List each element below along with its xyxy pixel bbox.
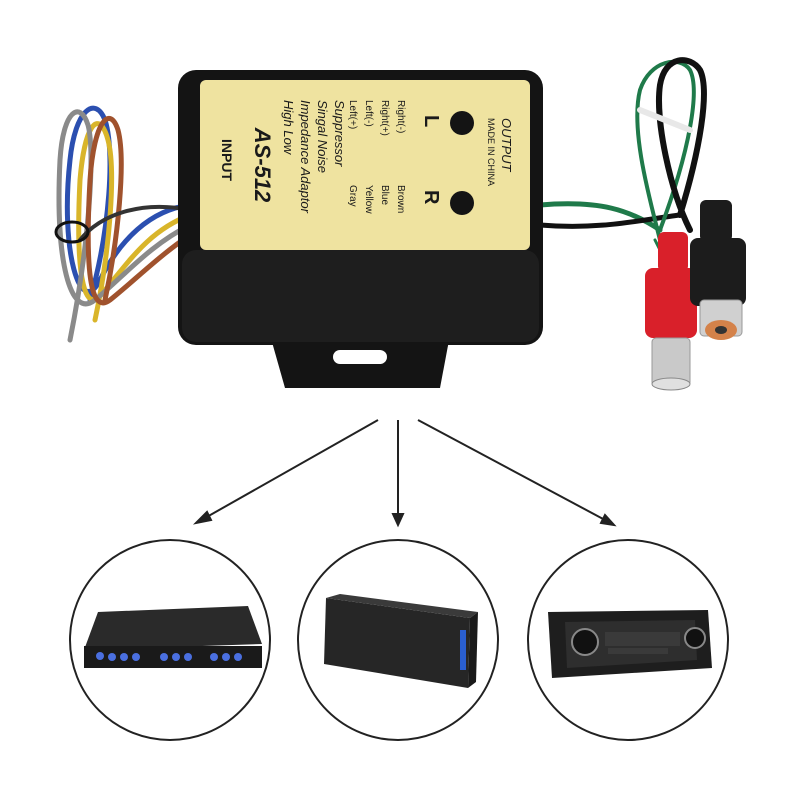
input-label: INPUT: [219, 139, 235, 181]
input-wires: [54, 105, 193, 343]
wire-color-gray: Gray: [347, 185, 358, 207]
wire-color-blue: Blue: [379, 185, 390, 205]
made-in-label: MADE IN CHINA: [486, 118, 496, 186]
car-stereo-target: [527, 539, 729, 741]
wire-color-yellow: Yellow: [363, 185, 374, 214]
desc-line-3: Singal Noise: [315, 100, 330, 173]
amplifier-target: [297, 539, 499, 741]
amplifier-icon: [324, 594, 478, 688]
model-number: AS-512: [250, 127, 275, 203]
car-stereo-icon: [548, 610, 712, 678]
channel-left-label: L: [420, 115, 442, 127]
right-hole: [450, 191, 474, 215]
label-text: INPUT AS-512 High Low Impedance Adaptor …: [219, 100, 514, 214]
desc-line-4: Suppressor: [332, 100, 347, 167]
wire-channel-left-neg: Left(-): [363, 100, 374, 127]
equalizer-target: [69, 539, 271, 741]
wire-channel-right-neg: Right(-): [395, 100, 406, 133]
left-hole: [450, 111, 474, 135]
desc-line-1: High Low: [281, 100, 296, 156]
output-wires: [537, 57, 707, 252]
adapter-housing: [178, 70, 543, 388]
rca-left-black: [690, 200, 746, 340]
output-label: OUTPUT: [499, 118, 514, 173]
channel-right-label: R: [420, 190, 442, 205]
rca-right-red: [645, 232, 697, 391]
desc-line-2: Impedance Adaptor: [298, 100, 313, 214]
wire-color-brown: Brown: [395, 185, 406, 213]
wire-channel-left-pos: Left(+): [347, 100, 358, 129]
equalizer-icon: [84, 606, 262, 668]
arrows: [192, 419, 617, 528]
label-face: [200, 80, 530, 250]
wire-channel-right-pos: Right(+): [379, 100, 390, 136]
